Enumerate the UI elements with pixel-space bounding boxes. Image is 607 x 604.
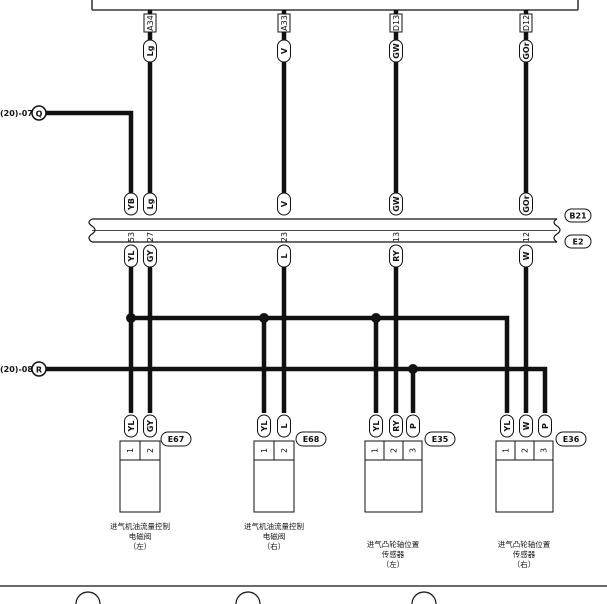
svg-text:GY: GY	[146, 250, 155, 262]
svg-text:1: 1	[260, 448, 269, 453]
svg-text:W: W	[522, 421, 531, 430]
svg-text:YB: YB	[127, 198, 136, 211]
component-e35: YL RY P E35 1 2 3 进气凸轮轴位置 传感器 （左）	[364, 414, 456, 569]
wire-harness	[46, 10, 548, 413]
svg-text:电磁阀: 电磁阀	[263, 531, 286, 541]
ecm-label-v: A33 V	[277, 13, 291, 63]
svg-text:V: V	[280, 200, 289, 207]
svg-text:A33: A33	[280, 15, 289, 31]
svg-text:P: P	[409, 423, 418, 429]
svg-text:2: 2	[146, 448, 155, 453]
svg-text:1: 1	[126, 448, 135, 453]
svg-text:L: L	[280, 253, 289, 258]
svg-text:53: 53	[127, 232, 136, 242]
svg-text:GY: GY	[146, 420, 155, 432]
svg-text:23: 23	[280, 232, 289, 242]
junction-connector-band	[88, 218, 561, 243]
svg-text:传感器: 传感器	[382, 549, 405, 559]
connector-id-b21: B21	[569, 212, 587, 221]
svg-text:GOr: GOr	[522, 42, 531, 59]
svg-text:RY: RY	[392, 420, 401, 432]
svg-text:L: L	[280, 423, 289, 428]
svg-text:W: W	[522, 251, 531, 260]
svg-text:A34: A34	[146, 15, 155, 31]
svg-text:3: 3	[409, 448, 418, 453]
svg-text:GOr: GOr	[522, 195, 531, 212]
svg-text:GW: GW	[392, 196, 401, 212]
svg-text:D13: D13	[392, 15, 401, 31]
svg-text:E35: E35	[432, 435, 449, 444]
component-e36: YL W P E36 1 2 3 进气凸轮轴位置 传感器 （右）	[495, 414, 587, 569]
svg-text:传感器: 传感器	[513, 549, 536, 559]
svg-text:YL: YL	[372, 421, 381, 433]
splice-dots	[126, 313, 418, 374]
svg-text:YL: YL	[127, 251, 136, 263]
svg-text:D12: D12	[522, 15, 531, 31]
svg-text:进气机油流量控制: 进气机油流量控制	[110, 521, 170, 531]
wire-q-bus	[46, 110, 134, 195]
ecm-label-lg: A34 Lg	[143, 13, 157, 63]
svg-text:Lg: Lg	[146, 198, 155, 209]
ecm-connector	[91, 0, 579, 11]
svg-text:1: 1	[371, 448, 380, 453]
bus-ref-q: (20)-07 Q	[0, 105, 47, 121]
junction-top-labels: YB Lg V GW GOr	[124, 192, 533, 216]
svg-text:E67: E67	[168, 435, 185, 444]
ecm-label-gor: D12 GOr	[519, 13, 533, 63]
bus-ref-r-letter: R	[36, 366, 42, 375]
svg-text:（右）: （右）	[263, 541, 286, 551]
wire-yl-bus	[131, 315, 510, 413]
svg-text:RY: RY	[392, 250, 401, 262]
svg-text:3: 3	[540, 448, 549, 453]
svg-text:进气机油流量控制: 进气机油流量控制	[244, 521, 304, 531]
svg-text:（右）: （右）	[513, 559, 536, 569]
svg-text:Lg: Lg	[146, 45, 155, 56]
svg-text:E68: E68	[303, 435, 320, 444]
svg-text:YL: YL	[127, 421, 136, 433]
svg-text:（左）: （左）	[382, 559, 405, 569]
bus-ref-r-text: (20)-08	[0, 365, 33, 374]
svg-text:2: 2	[521, 448, 530, 453]
svg-text:电磁阀: 电磁阀	[129, 531, 152, 541]
wire-r-bus	[46, 366, 548, 413]
bus-ref-q-letter: Q	[36, 110, 43, 119]
svg-text:12: 12	[522, 232, 531, 242]
bottom-divider	[0, 585, 607, 604]
connector-id-e2: E2	[572, 238, 583, 247]
component-e68: YL L E68 1 2 进气机油流量控制 电磁阀 （右）	[244, 414, 327, 551]
svg-text:GW: GW	[392, 43, 401, 59]
svg-text:1: 1	[502, 448, 511, 453]
junction-pin-numbers: 53 27 23 13 12	[125, 232, 532, 242]
svg-text:YL: YL	[503, 421, 512, 433]
svg-text:进气凸轮轴位置: 进气凸轮轴位置	[367, 539, 420, 549]
ecm-label-gw: D13 GW	[389, 13, 403, 63]
component-e67: YL GY E67 1 2 进气机油流量控制 电磁阀 （左）	[110, 414, 192, 551]
svg-text:2: 2	[280, 448, 289, 453]
svg-text:（左）: （左）	[129, 541, 152, 551]
junction-bottom-labels: YL GY L RY W	[124, 244, 533, 268]
svg-text:进气凸轮轴位置: 进气凸轮轴位置	[498, 539, 551, 549]
bus-ref-r: (20)-08 R	[0, 361, 47, 377]
svg-text:E36: E36	[563, 435, 580, 444]
svg-text:P: P	[541, 423, 550, 429]
svg-text:2: 2	[390, 448, 399, 453]
svg-text:27: 27	[146, 232, 155, 242]
svg-text:13: 13	[392, 232, 401, 242]
svg-text:V: V	[280, 47, 289, 54]
junction-connector-ids: B21 E2	[564, 208, 592, 249]
svg-text:YL: YL	[260, 421, 269, 433]
bus-ref-q-text: (20)-07	[0, 109, 33, 118]
